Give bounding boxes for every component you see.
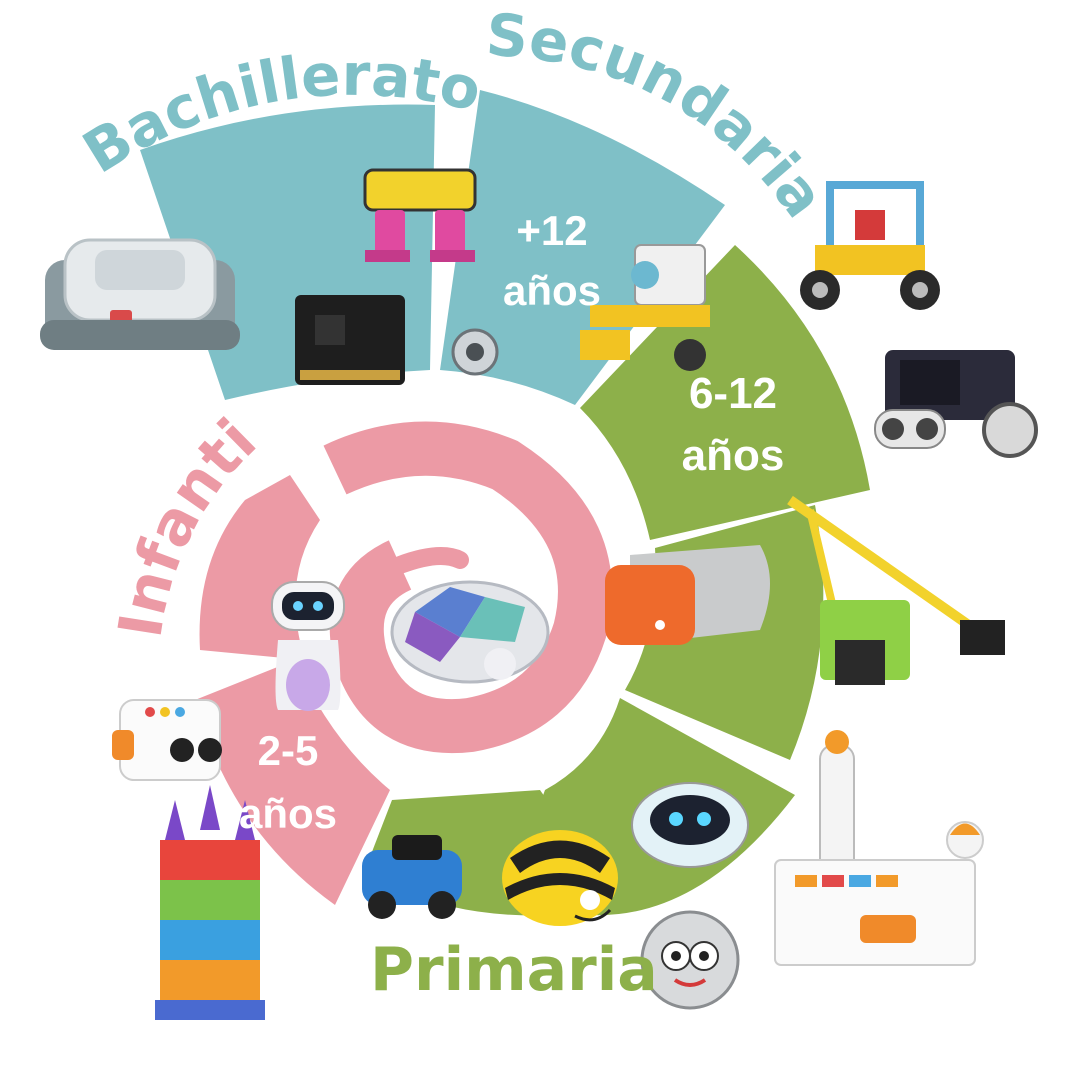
toys [40,168,1038,1020]
ladybug-robot-icon [640,910,740,1010]
primaria-age-range: 6-12 [689,369,777,418]
lego-crawler-robot-icon [580,244,710,371]
infantil-segment-outer [195,660,390,905]
lego-arm-robot-icon [787,495,1005,685]
primaria-label: Primaria [370,935,658,1005]
infantil-age-range: 2-5 [258,727,319,774]
microbit-board-icon [295,295,405,385]
infantil-spiral [323,421,612,754]
lego-car-robot-icon [800,181,940,310]
age-labels: +12 años 6-12 años 2-5 años [239,207,784,837]
turtle-robot-icon [390,580,550,684]
bee-bot-icon [502,830,618,926]
microbit-car-robot-icon [874,350,1038,458]
block-castle-icon [155,785,265,1020]
humanoid-robot-icon [271,581,345,711]
spike-robot-icon [363,168,477,262]
secundaria-segment [440,90,725,405]
primaria-age-unit: años [682,431,785,480]
infantil-age-unit: años [239,790,337,837]
blue-car-robot-icon [362,835,462,919]
primaria-segment-upper [580,245,870,540]
sphere-robot-icon [451,328,499,376]
secundaria-age-unit: años [503,267,601,314]
coding-kit-icon [774,730,984,966]
infantil-spiral-inner [391,547,469,574]
vr-headset-icon [605,545,770,645]
dome-robot-icon [631,782,749,868]
secundaria-age-range: +12 [516,207,587,254]
cube-robot-icon [112,699,222,781]
rover-robot-icon [40,238,240,350]
